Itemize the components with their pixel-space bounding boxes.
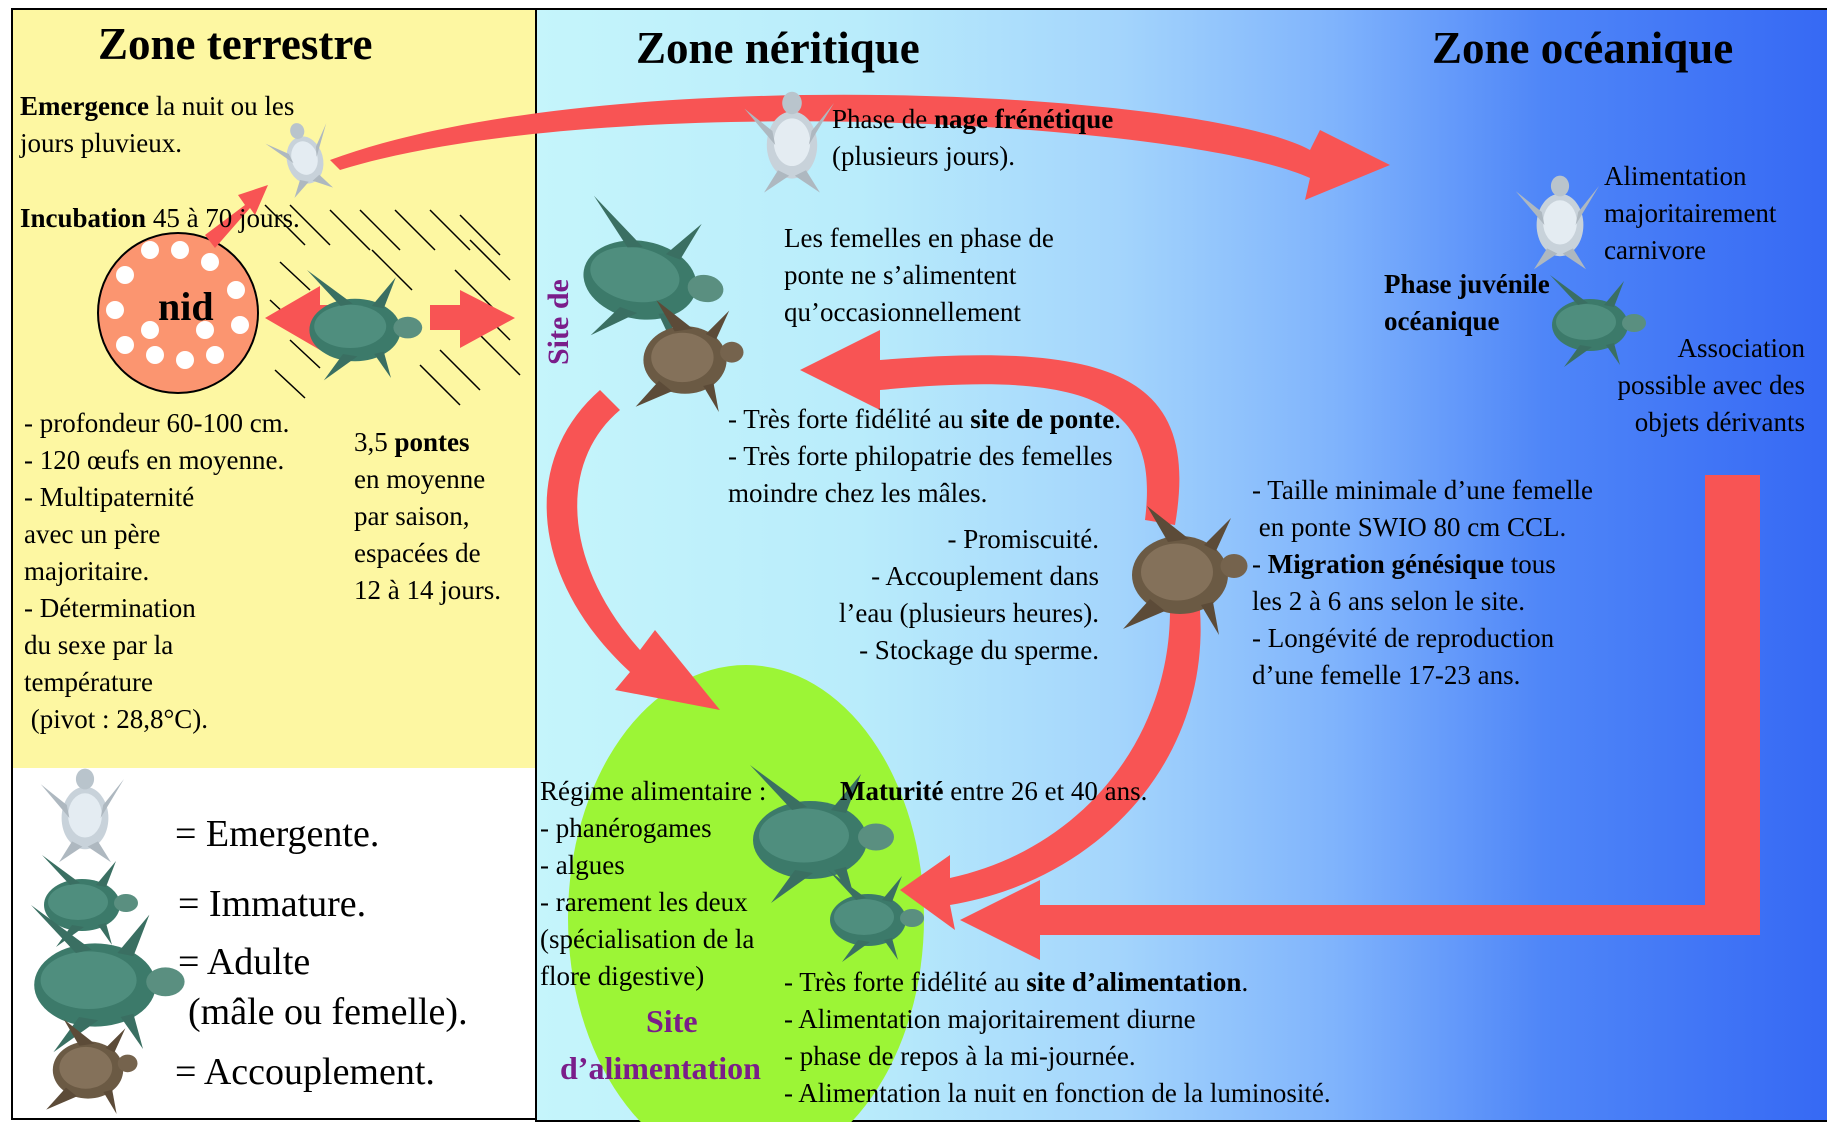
incubation-text: Incubation 45 à 70 jours. xyxy=(20,203,300,233)
alim-line-1: - phase de repos à la mi-journée. xyxy=(784,1041,1136,1071)
accouplement-line-1: - Accouplement dans xyxy=(871,561,1099,591)
philopatrie-line-0: - Très forte philopatrie des femelles xyxy=(728,441,1113,471)
nest-facts-6: du sexe par la xyxy=(24,630,174,660)
zone-oceanique-heading: Zone océanique xyxy=(1432,23,1734,73)
nest-facts-2: - Multipaternité xyxy=(24,482,195,512)
legend-adulte-detail: (mâle ou femelle). xyxy=(188,991,468,1033)
femelles-line-1: ponte ne s’alimentent xyxy=(784,260,1017,290)
accouplement-line-0: - Promiscuité. xyxy=(947,524,1099,554)
taille-line-0: - Taille minimale d’une femelle xyxy=(1252,475,1593,505)
regime-line-0: Régime alimentaire : xyxy=(540,776,767,806)
accouplement-line-2: l’eau (plusieurs heures). xyxy=(838,598,1099,628)
migration-text: - Migration génésique tous xyxy=(1252,549,1556,579)
legend-hatchling-icon xyxy=(40,768,124,863)
regime-line-2: - algues xyxy=(540,850,625,880)
longevite-line-1: d’une femelle 17-23 ans. xyxy=(1252,660,1521,690)
legend-adulte: = Adulte xyxy=(178,941,311,983)
hatchling-turtle-icon xyxy=(1515,175,1599,270)
phase-juvenile-line-1: océanique xyxy=(1384,306,1500,336)
nest-facts-4: majoritaire. xyxy=(24,556,150,586)
alimentation-line-2: carnivore xyxy=(1604,235,1706,265)
emergence-text-line2: jours pluvieux. xyxy=(20,128,182,158)
site-alim-label-0: Site xyxy=(646,1003,698,1039)
fidelite-ponte-text: - Très forte fidélité au site de ponte. xyxy=(728,404,1121,434)
adult-turtle-icon xyxy=(307,270,423,381)
association-line-0: Association xyxy=(1677,333,1806,363)
legend-immature: = Immature. xyxy=(178,883,367,925)
regime-line-5: flore digestive) xyxy=(540,961,705,991)
migration-line2: les 2 à 6 ans selon le site. xyxy=(1252,586,1525,616)
alimentation-line-1: majoritairement xyxy=(1604,198,1777,228)
zone-terrestre-heading: Zone terrestre xyxy=(98,19,373,69)
pontes-line-1: par saison, xyxy=(354,501,470,531)
pontes-line-0: en moyenne xyxy=(354,464,486,494)
site-de-ponte-label: Site de xyxy=(542,279,575,365)
site-alim-label-1: d’alimentation xyxy=(560,1050,761,1086)
nest-facts-0: - profondeur 60-100 cm. xyxy=(24,408,290,438)
zone-neritique-heading: Zone néritique xyxy=(636,23,920,73)
nage-text: Phase de nage frénétique xyxy=(832,104,1114,134)
pontes-text: 3,5 pontes xyxy=(354,427,470,457)
pontes-line-2: espacées de xyxy=(354,538,481,568)
lifecycle-arrows xyxy=(205,94,1760,960)
femelles-line-2: qu’occasionnellement xyxy=(784,297,1021,327)
maturite-text: Maturité entre 26 et 40 ans. xyxy=(840,776,1148,806)
legend-mating-icon xyxy=(46,1019,138,1114)
nest-facts-8: (pivot : 28,8°C). xyxy=(24,704,209,734)
longevite-line-0: - Longévité de reproduction xyxy=(1252,623,1555,653)
philopatrie-line-1: moindre chez les mâles. xyxy=(728,478,988,508)
alim-line-0: - Alimentation majoritairement diurne xyxy=(784,1004,1196,1034)
alim-line-2: - Alimentation la nuit en fonction de la… xyxy=(784,1078,1331,1108)
regime-line-3: - rarement les deux xyxy=(540,887,748,917)
nest-facts-3: avec un père xyxy=(24,519,161,549)
pontes-line-3: 12 à 14 jours. xyxy=(354,575,501,605)
regime-line-1: - phanérogames xyxy=(540,813,712,843)
phase-juvenile-line-0: Phase juvénile xyxy=(1384,269,1550,299)
feeding-site-ellipse xyxy=(568,665,924,1122)
fidelite-alim-text: - Très forte fidélité au site d’alimenta… xyxy=(784,967,1249,997)
femelles-line-0: Les femelles en phase de xyxy=(784,223,1054,253)
alimentation-line-0: Alimentation xyxy=(1604,161,1747,191)
emergence-text: Emergence la nuit ou les xyxy=(20,91,295,121)
regime-line-4: (spécialisation de la xyxy=(540,924,755,954)
nage-text-line2: (plusieurs jours). xyxy=(832,141,1015,171)
nest-facts-1: - 120 œufs en moyenne. xyxy=(24,445,285,475)
legend-adult-icon xyxy=(31,905,185,1053)
nest-facts-5: - Détermination xyxy=(24,593,196,623)
nest-facts-7: température xyxy=(24,667,153,697)
taille-line-1: en ponte SWIO 80 cm CCL. xyxy=(1252,512,1567,542)
legend-emergente: = Emergente. xyxy=(175,813,380,855)
legend-accouplement: = Accouplement. xyxy=(175,1051,435,1093)
nest-label: nid xyxy=(158,284,214,329)
hatchling-turtle-icon xyxy=(262,115,343,202)
immature-turtle-icon xyxy=(1550,275,1646,367)
accouplement-line-3: - Stockage du sperme. xyxy=(859,635,1099,665)
association-line-2: objets dérivants xyxy=(1634,407,1805,437)
legend-immature-icon xyxy=(42,855,138,947)
nest-circle xyxy=(97,232,259,394)
association-line-1: possible avec des xyxy=(1617,370,1805,400)
